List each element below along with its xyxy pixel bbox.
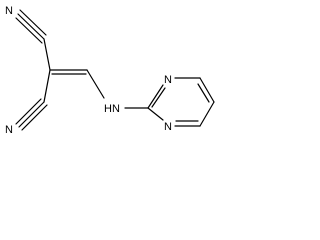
bond-center-to-nitrile-bottom bbox=[43, 69, 51, 103]
atom-label-nitrile-top-n: N bbox=[5, 5, 13, 17]
pyrimidine-ring bbox=[147, 77, 215, 127]
atom-label-nitrile-bottom-n: N bbox=[5, 124, 13, 136]
alkene-double-bond bbox=[49, 69, 88, 75]
molecule-canvas: N N HN N N bbox=[0, 0, 231, 155]
bond-ch-to-nh bbox=[86, 69, 105, 99]
structure-diagram: N N HN N N bbox=[5, 5, 215, 136]
atom-label-ring-n-top: N bbox=[164, 74, 172, 86]
atom-label-ring-n-bottom: N bbox=[164, 121, 172, 133]
atom-label-amine-nh: HN bbox=[104, 103, 120, 115]
bond-nitrile-top-to-center bbox=[43, 38, 51, 71]
nitrile-bottom-triple-bond bbox=[15, 98, 48, 131]
nitrile-top-triple-bond bbox=[15, 9, 47, 44]
